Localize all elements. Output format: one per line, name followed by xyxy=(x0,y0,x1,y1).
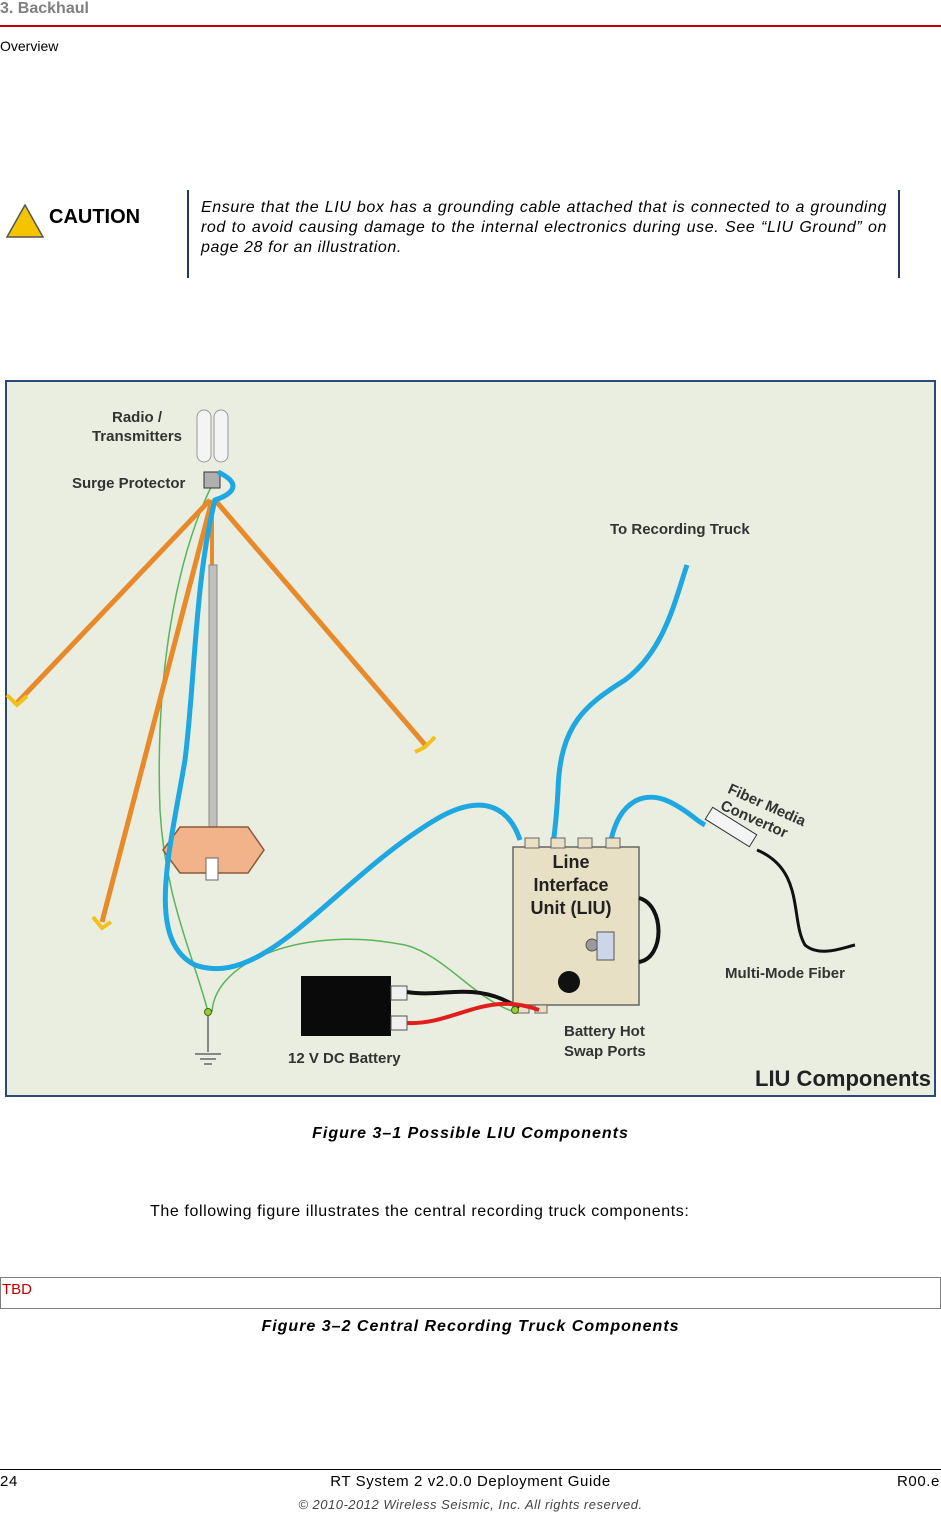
document-title: RT System 2 v2.0.0 Deployment Guide xyxy=(330,1473,611,1490)
mast-base-plate xyxy=(162,826,265,874)
multi-mode-fiber-cable xyxy=(756,848,856,953)
page-number: 24 xyxy=(0,1473,18,1490)
cable-to-fiber-convertor xyxy=(608,794,707,841)
label-hot-swap-line-1: Battery Hot xyxy=(564,1023,645,1040)
liu-handle xyxy=(638,896,661,964)
caution-label: CAUTION xyxy=(49,206,141,228)
label-battery: 12 V DC Battery xyxy=(288,1050,401,1067)
radio-antenna-1 xyxy=(196,409,212,463)
revision-code: R00.e xyxy=(896,1473,940,1490)
caution-text: Ensure that the LIU box has a grounding … xyxy=(201,199,887,256)
body-paragraph: The following figure illustrates the cen… xyxy=(150,1203,690,1220)
diagram-title: LIU Components xyxy=(755,1066,931,1091)
liu-power-knob xyxy=(558,971,580,993)
ground-node xyxy=(204,1008,212,1016)
label-radio-line-1: Radio / xyxy=(112,409,163,426)
label-liu-line-3: Unit (LIU) xyxy=(531,898,612,918)
liu-port-2 xyxy=(550,837,566,849)
header-divider xyxy=(0,25,941,27)
label-multi-mode-fiber: Multi-Mode Fiber xyxy=(725,965,845,982)
battery-cable-red xyxy=(406,1001,540,1026)
label-liu-line-2: Interface xyxy=(533,875,608,895)
label-liu-line-1: Line xyxy=(552,852,589,872)
battery-terminal-1 xyxy=(390,985,408,1001)
mast-foot xyxy=(205,857,219,881)
battery-terminal-2 xyxy=(390,1015,408,1031)
figure-1-caption: Figure 3–1 Possible LIU Components xyxy=(312,1125,629,1142)
ground-wire-liu xyxy=(211,938,516,1013)
copyright-notice: © 2010-2012 Wireless Seismic, Inc. All r… xyxy=(298,1497,643,1512)
figure-2-placeholder-box: TBD xyxy=(0,1277,941,1309)
liu-port-4 xyxy=(605,837,621,849)
guy-wire-front xyxy=(99,499,215,923)
caution-divider-left xyxy=(187,190,189,278)
warning-icon xyxy=(6,204,44,238)
subsection-title: Overview xyxy=(0,38,59,54)
guy-wire-right xyxy=(213,498,429,749)
fiber-media-convertor xyxy=(704,806,758,848)
guy-wire-left xyxy=(13,498,212,707)
label-radio-line-2: Transmitters xyxy=(92,428,182,445)
figure-2-placeholder-text: TBD xyxy=(2,1281,32,1298)
ground-wire xyxy=(158,484,213,1013)
diagram-frame xyxy=(5,380,936,1097)
label-hot-swap-line-2: Swap Ports xyxy=(564,1043,646,1060)
section-title: 3. Backhaul xyxy=(0,0,89,17)
radio-antenna-2 xyxy=(213,409,229,463)
stake-left xyxy=(5,693,29,708)
label-surge-protector: Surge Protector xyxy=(72,475,186,492)
caution-divider-right xyxy=(898,190,900,278)
stake-right xyxy=(414,735,437,754)
ethernet-cable-radio-liu xyxy=(162,469,523,972)
footer-divider xyxy=(0,1469,941,1470)
cable-to-truck xyxy=(550,564,690,846)
liu-components-diagram: Radio / Transmitters Surge Protector To … xyxy=(5,380,936,1097)
surge-protector-box xyxy=(203,471,221,489)
liu-port-1 xyxy=(524,837,540,849)
label-to-recording-truck: To Recording Truck xyxy=(610,521,750,538)
liu-led xyxy=(585,938,599,952)
battery-cable-black xyxy=(406,989,521,1010)
liu-serial-port xyxy=(596,931,615,961)
stake-front xyxy=(91,915,113,931)
liu-port-3 xyxy=(577,837,593,849)
caution-box: CAUTION Ensure that the LIU box has a gr… xyxy=(0,190,941,278)
liu-ground-node xyxy=(511,1006,519,1014)
figure-2-caption: Figure 3–2 Central Recording Truck Compo… xyxy=(261,1318,680,1335)
battery-body xyxy=(301,976,391,1036)
